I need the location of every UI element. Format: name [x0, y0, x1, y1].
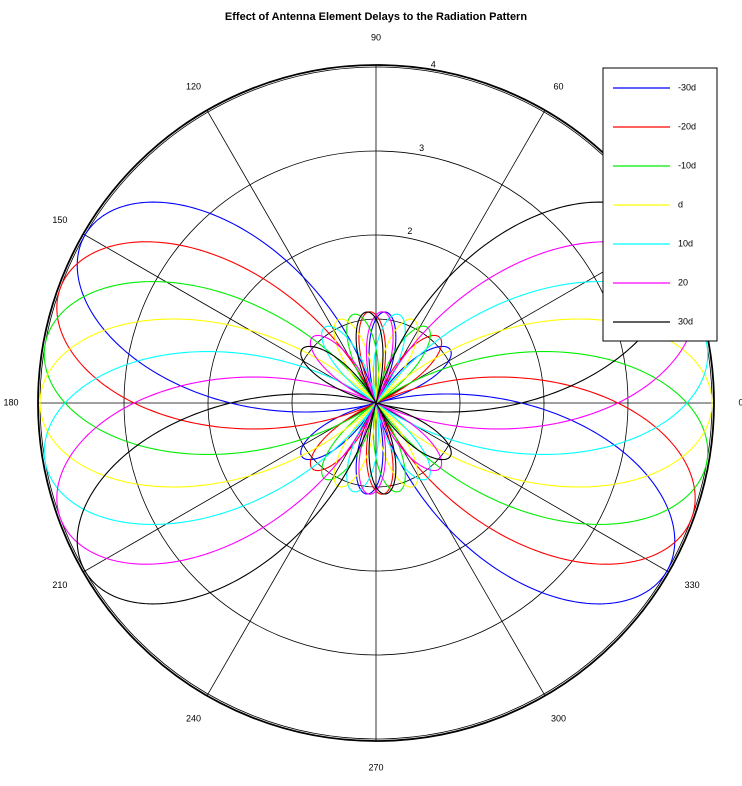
angle-grid-line	[83, 402, 377, 573]
angle-tick-label: 0	[738, 397, 742, 407]
angle-tick-label: 180	[3, 397, 18, 407]
angle-tick-label: 120	[186, 81, 201, 91]
legend-label-5: 20	[678, 277, 688, 287]
radial-labels: 2 3 4	[407, 60, 435, 236]
series-line-5	[56, 241, 696, 565]
angle-tick-label: 300	[551, 713, 566, 723]
legend: -30d -20d -10d d 10d 20 30d	[602, 67, 718, 342]
radial-tick-label: 2	[407, 226, 412, 236]
angle-tick-label: 60	[553, 81, 563, 91]
angle-tick-label: 210	[52, 580, 67, 590]
angle-tick-label: 90	[371, 32, 381, 42]
angle-grid-line	[83, 233, 377, 404]
radial-tick-label: 4	[431, 60, 436, 70]
legend-label-1: -20d	[678, 121, 696, 131]
legend-label-6: 30d	[678, 316, 693, 326]
series-line-6	[76, 201, 676, 605]
legend-label-2: -10d	[678, 160, 696, 170]
angle-tick-label: 240	[186, 713, 201, 723]
radial-tick-label: 3	[419, 143, 424, 153]
angle-labels: 0 60 90 120 150 180 210 240 270 300 330	[3, 32, 742, 772]
angle-grid-line	[375, 402, 669, 573]
legend-label-0: -30d	[678, 82, 696, 92]
angle-tick-label: 150	[52, 215, 67, 225]
chart-title: Effect of Antenna Element Delays to the …	[225, 11, 527, 23]
angle-tick-label: 270	[368, 762, 383, 772]
angle-tick-label: 330	[685, 580, 700, 590]
series-line-3	[39, 318, 713, 488]
legend-label-4: 10d	[678, 238, 693, 248]
series-layer	[39, 201, 713, 605]
legend-label-3: d	[678, 199, 683, 209]
